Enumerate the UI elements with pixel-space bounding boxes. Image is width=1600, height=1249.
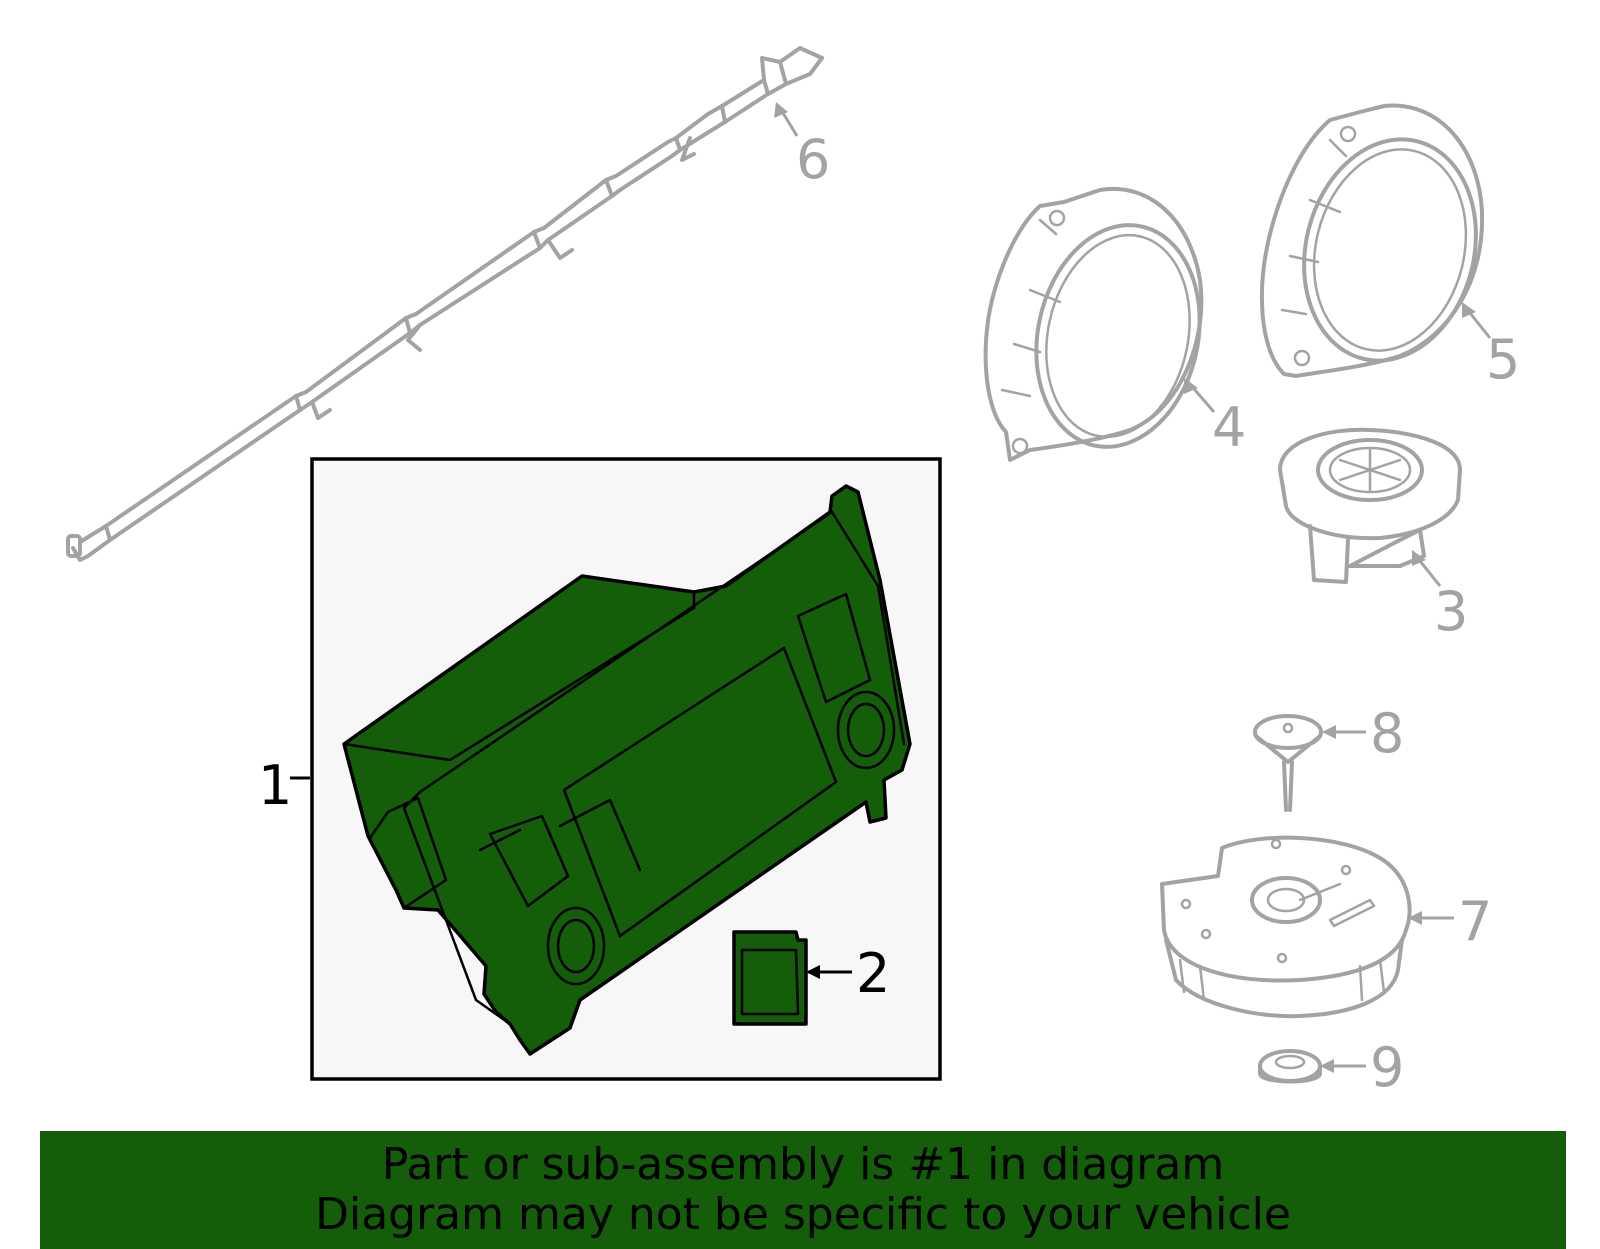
banner-line-2: Diagram may not be specific to your vehi… (315, 1189, 1291, 1240)
callout-4: 4 (1212, 396, 1246, 459)
leader-lines (290, 102, 1492, 1073)
rear-speaker-part-5[interactable] (1259, 103, 1499, 379)
antenna-cable-part-6[interactable] (66, 46, 824, 562)
front-speaker-part-4[interactable] (983, 186, 1220, 462)
callout-5: 5 (1486, 328, 1520, 391)
radio-control-unit-part-1[interactable] (342, 484, 912, 1056)
subwoofer-part-7[interactable] (1160, 835, 1412, 1019)
callout-9: 9 (1370, 1036, 1404, 1099)
tweeter-part-3[interactable] (1278, 427, 1462, 584)
callout-1: 1 (258, 754, 292, 817)
washer-part-9[interactable] (1258, 1049, 1322, 1084)
info-banner: Part or sub-assembly is #1 in diagram Di… (40, 1131, 1566, 1249)
callout-2: 2 (856, 942, 890, 1005)
callout-8: 8 (1370, 702, 1404, 765)
callout-6: 6 (796, 128, 830, 191)
retainer-part-8[interactable] (1253, 714, 1323, 812)
module-part-2[interactable] (732, 930, 808, 1026)
callout-7: 7 (1458, 890, 1492, 953)
callout-3: 3 (1434, 580, 1468, 643)
banner-line-1: Part or sub-assembly is #1 in diagram (381, 1139, 1225, 1190)
